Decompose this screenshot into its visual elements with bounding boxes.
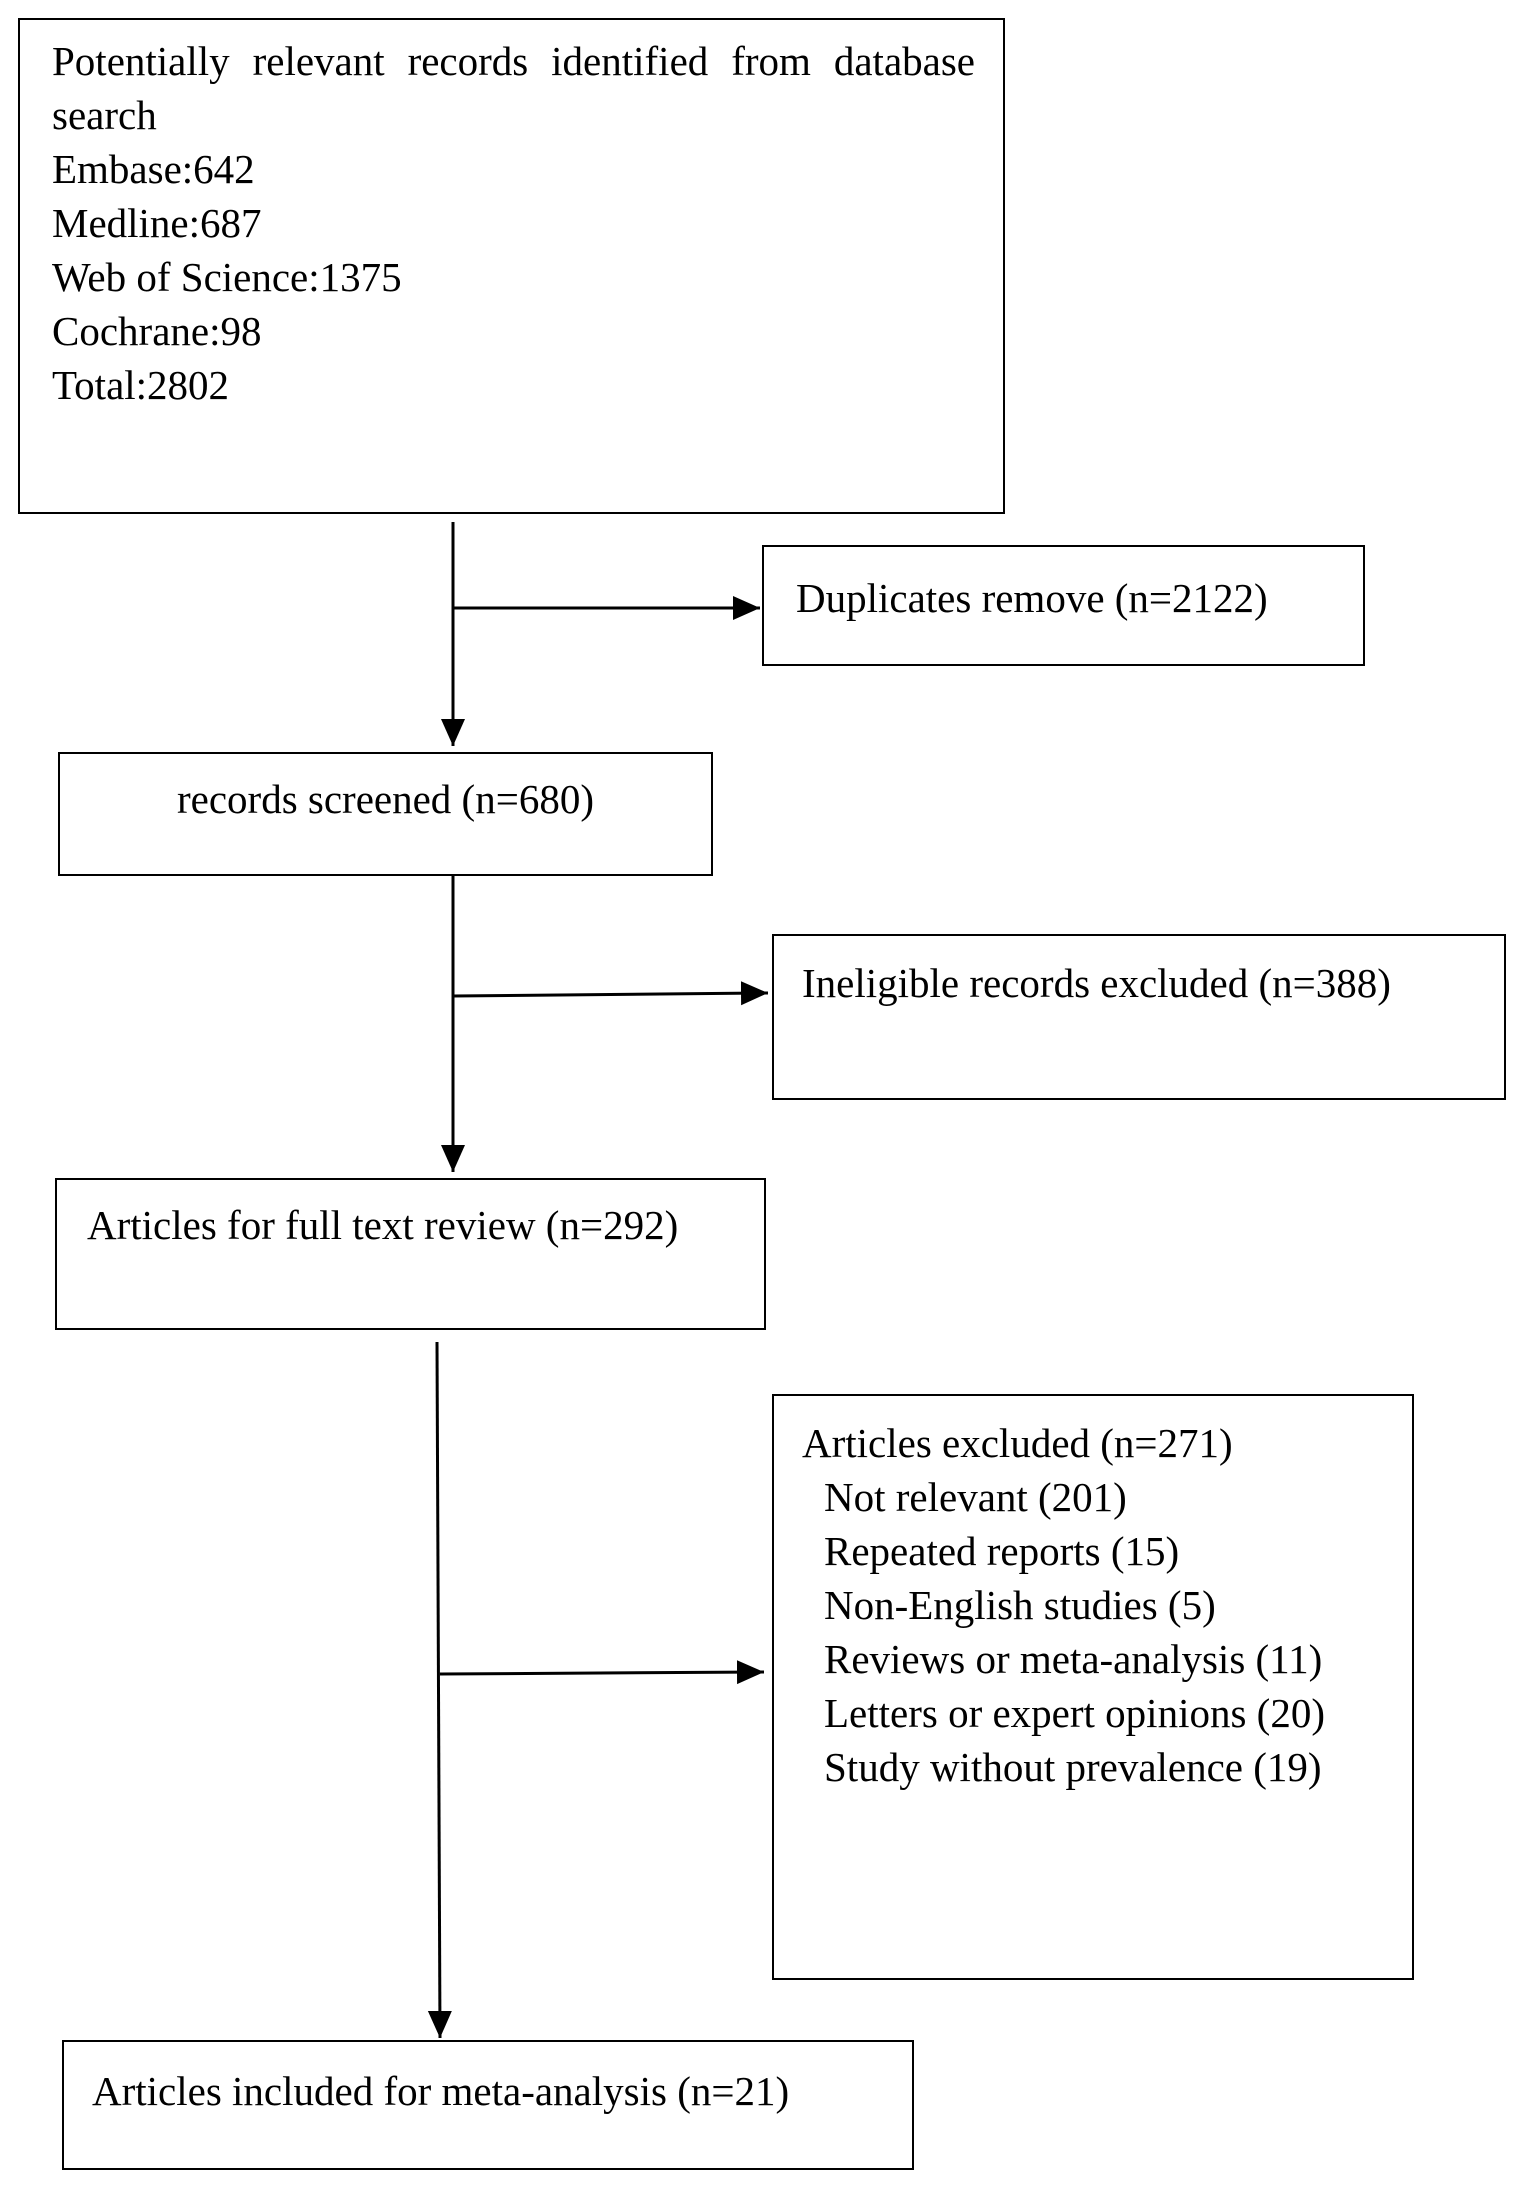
screened-box: records screened (n=680) bbox=[58, 752, 713, 876]
included-box: Articles included for meta-analysis (n=2… bbox=[62, 2040, 914, 2170]
duplicates-label: Duplicates remove (n=2122) bbox=[796, 575, 1268, 621]
arrow-to-included bbox=[427, 1341, 452, 2039]
duplicates-box: Duplicates remove (n=2122) bbox=[762, 545, 1365, 666]
reason-not-relevant: Not relevant (201) bbox=[824, 1474, 1127, 1520]
source-embase: Embase:642 bbox=[52, 146, 255, 192]
source-cochrane: Cochrane:98 bbox=[52, 308, 262, 354]
screened-label: records screened (n=680) bbox=[177, 776, 594, 822]
reason-no-prevalence: Study without prevalence (19) bbox=[824, 1744, 1322, 1790]
excluded-heading: Articles excluded (n=271) bbox=[802, 1420, 1233, 1466]
reason-non-english: Non-English studies (5) bbox=[824, 1582, 1216, 1628]
ineligible-label: Ineligible records excluded (n=388) bbox=[802, 960, 1391, 1006]
arrow-to-excluded bbox=[439, 1660, 765, 1685]
source-web-of-science: Web of Science:1375 bbox=[52, 254, 402, 300]
reason-reviews: Reviews or meta-analysis (11) bbox=[824, 1636, 1323, 1682]
source-total: Total:2802 bbox=[52, 362, 230, 408]
ineligible-box: Ineligible records excluded (n=388) bbox=[772, 934, 1506, 1100]
fulltext-label: Articles for full text review (n=292) bbox=[87, 1202, 679, 1248]
identification-box: Potentially relevant records identified … bbox=[18, 18, 1005, 514]
reason-repeated-reports: Repeated reports (15) bbox=[824, 1528, 1180, 1574]
source-medline: Medline:687 bbox=[52, 200, 262, 246]
identification-heading: Potentially relevant records identified … bbox=[52, 38, 975, 138]
included-label: Articles included for meta-analysis (n=2… bbox=[92, 2068, 790, 2114]
arrow-to-ineligible bbox=[452, 981, 769, 1006]
reason-letters: Letters or expert opinions (20) bbox=[824, 1690, 1325, 1736]
fulltext-box: Articles for full text review (n=292) bbox=[55, 1178, 766, 1330]
excluded-box: Articles excluded (n=271) Not relevant (… bbox=[772, 1394, 1414, 1980]
